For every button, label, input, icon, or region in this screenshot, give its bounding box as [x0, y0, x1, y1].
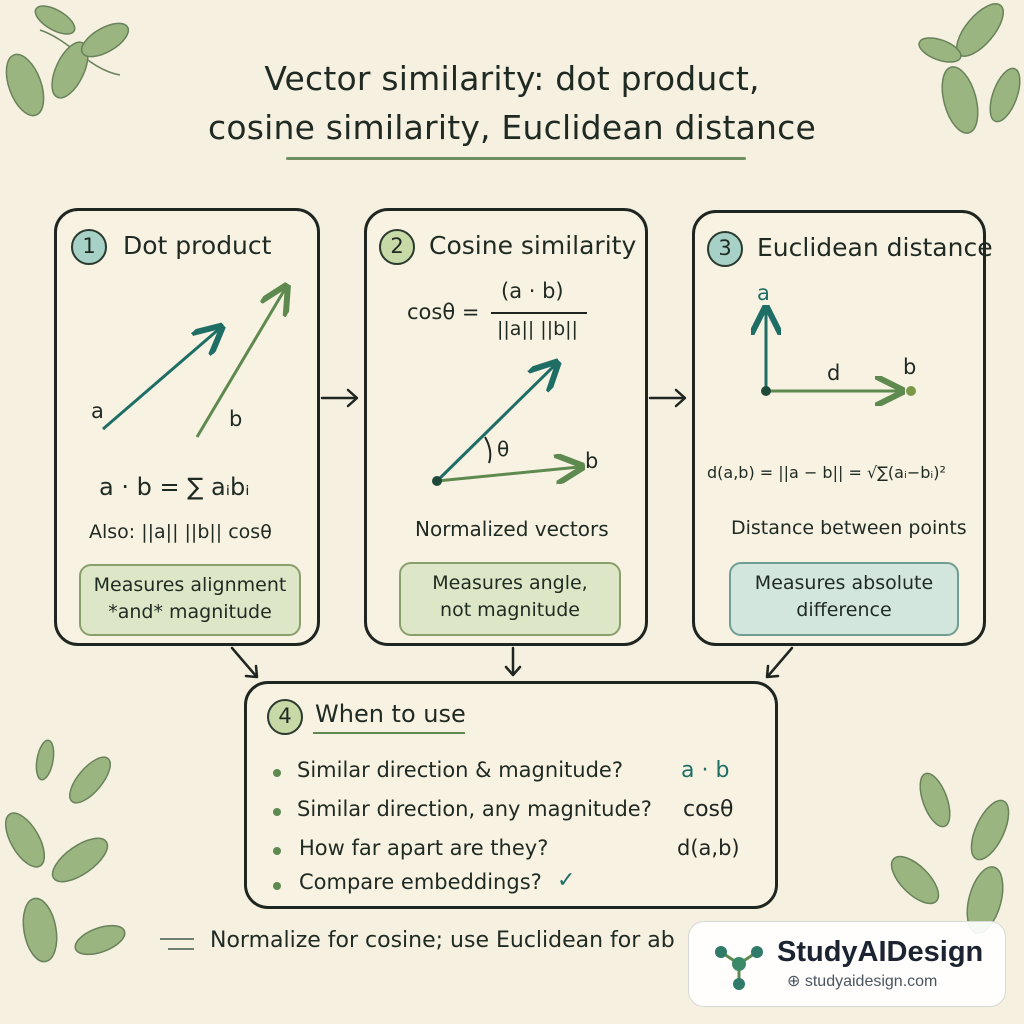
cosine-similarity-panel: 2 Cosine similarity cosθ = (a · b) ||a||…: [364, 208, 648, 646]
euclid-a-label: a: [757, 281, 770, 305]
logo-url-text: studyaidesign.com: [804, 973, 938, 990]
study-ai-design-logo: StudyAIDesign ⊕ studyaidesign.com: [688, 921, 1006, 1007]
use-item-question-1: Similar direction & magnitude?: [297, 758, 623, 782]
cosine-formula-denominator: ||a|| ||b||: [497, 318, 578, 340]
euclidean-caption: Distance between points: [731, 517, 967, 539]
euclidean-distance-title: Euclidean distance: [757, 233, 993, 262]
logo-network-icon: [715, 946, 763, 990]
dot-product-also: Also: ||a|| ||b|| cosθ: [89, 521, 272, 543]
cosine-similarity-title: Cosine similarity: [429, 231, 637, 260]
euclidean-formula: d(a,b) = ||a − b|| = √∑(aᵢ−bᵢ)²: [707, 463, 946, 482]
cosine-formula-numerator: (a · b): [501, 279, 564, 303]
use-item-answer-1: a · b: [681, 758, 730, 783]
when-to-use-title: When to use: [315, 700, 466, 728]
cosine-angle-icon: [432, 211, 651, 486]
use-item-question-3: How far apart are they?: [299, 836, 549, 860]
logo-url: ⊕ studyaidesign.com: [787, 973, 938, 990]
cosine-vector-b-label: b: [585, 449, 599, 473]
euclidean-tag: Measures absolute difference: [729, 562, 959, 636]
footer-note: Normalize for cosine; use Euclidean for …: [210, 928, 675, 953]
dot-product-panel: 1 Dot product a b a · b = ∑ aᵢbᵢ Also: |…: [54, 208, 320, 646]
title-underline: [286, 157, 746, 160]
dot-product-vectors-icon: [102, 211, 323, 438]
step-badge-4: 4: [267, 699, 303, 735]
when-to-use-panel: 4 When to use Similar direction & magnit…: [244, 681, 778, 909]
page-title-line2: cosine similarity, Euclidean distance: [207, 108, 816, 147]
cosine-tag-line2: not magnitude: [440, 599, 580, 621]
bullet: [273, 769, 281, 777]
dot-product-title: Dot product: [123, 231, 272, 260]
euclidean-tag-line2: difference: [796, 599, 892, 621]
step-badge-1: 1: [71, 229, 107, 265]
use-item-question-2: Similar direction, any magnitude?: [297, 797, 652, 821]
dot-product-formula: a · b = ∑ aᵢbᵢ: [99, 473, 250, 501]
euclidean-distance-panel: 3 Euclidean distance a d b d(a,b) = ||a …: [692, 210, 993, 649]
step-badge-2: 2: [379, 229, 415, 265]
step-badge-3: 3: [707, 231, 743, 267]
footer-mark: [168, 948, 194, 950]
euclid-b-label: b: [903, 355, 917, 379]
cosine-caption: Normalized vectors: [415, 517, 609, 541]
cosine-tag: Measures angle, not magnitude: [399, 562, 621, 636]
dot-product-tag: Measures alignment *and* magnitude: [79, 564, 301, 636]
check-mark-icon: ✓: [557, 868, 576, 893]
fraction-bar: [491, 312, 587, 314]
theta-label: θ: [497, 437, 510, 461]
bullet: [273, 882, 281, 890]
vector-a-label: a: [91, 399, 104, 423]
cosine-formula-lhs: cosθ =: [407, 300, 480, 324]
euclidean-points-icon: [695, 213, 916, 649]
logo-name: StudyAIDesign: [777, 936, 984, 968]
use-item-answer-3: d(a,b): [677, 836, 740, 860]
dot-product-tag-line1: Measures alignment: [93, 574, 287, 596]
dot-product-tag-line2: *and* magnitude: [108, 601, 272, 623]
use-item-question-4: Compare embeddings?: [299, 870, 542, 894]
when-to-use-underline: [313, 732, 465, 734]
bullet: [273, 847, 281, 855]
footer-mark: [160, 938, 194, 940]
use-item-answer-2: cosθ: [683, 797, 734, 822]
bullet: [273, 808, 281, 816]
vector-b-label: b: [229, 407, 243, 431]
euclid-d-label: d: [827, 361, 841, 385]
euclidean-tag-line1: Measures absolute: [754, 572, 934, 594]
cosine-tag-line1: Measures angle,: [432, 572, 588, 594]
page-title-line1: Vector similarity: dot product,: [264, 59, 760, 98]
